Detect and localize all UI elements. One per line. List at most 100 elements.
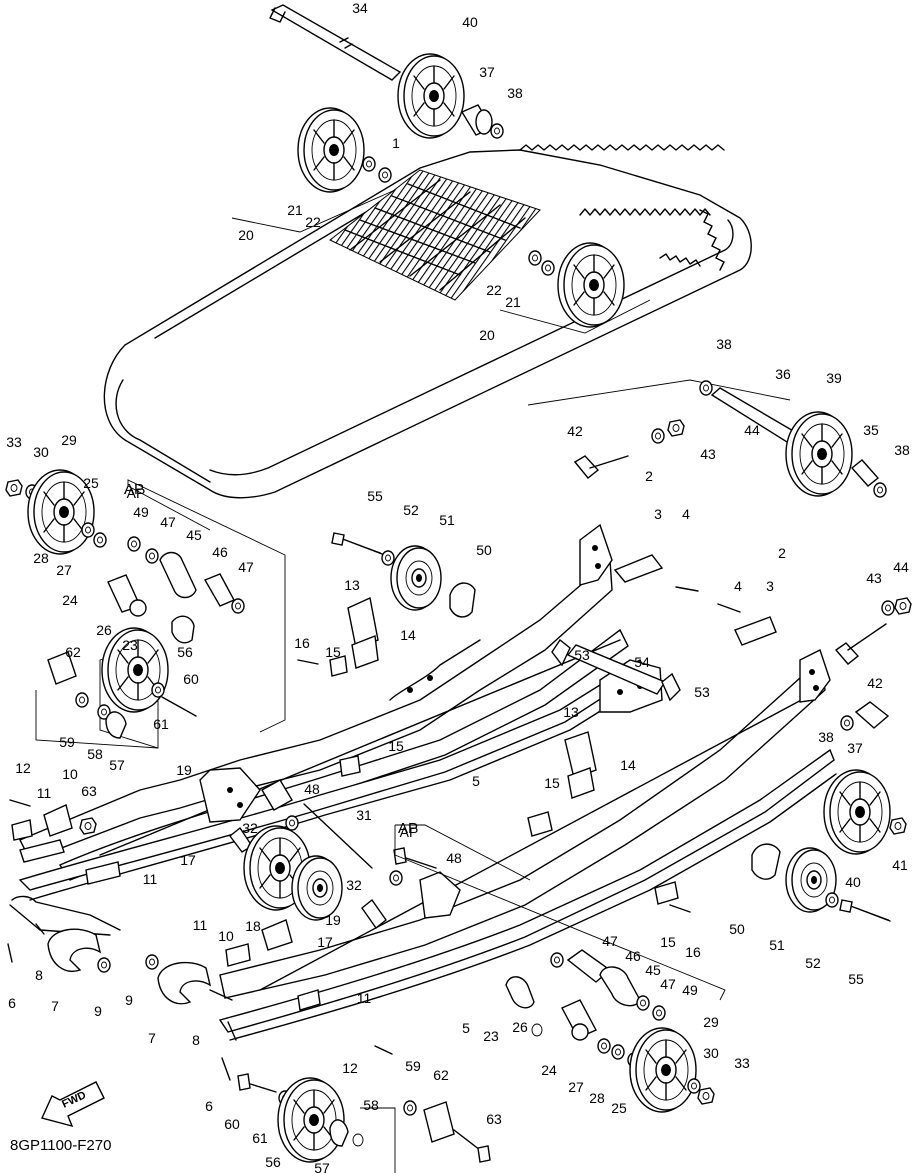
part-callout-24: 24 <box>62 592 78 608</box>
part-callout-61: 61 <box>252 1130 268 1146</box>
part-callout-18: 18 <box>245 918 261 934</box>
part-callout-55: 55 <box>848 971 864 987</box>
part-callout-15: 15 <box>325 644 341 660</box>
part-callout-40: 40 <box>462 14 478 30</box>
part-callout-5: 5 <box>462 1020 470 1036</box>
part-callout-21: 21 <box>505 294 521 310</box>
part-callout-46: 46 <box>212 544 228 560</box>
part-callout-56: 56 <box>177 644 193 660</box>
part-callout-33: 33 <box>6 434 22 450</box>
part-callout-30: 30 <box>703 1045 719 1061</box>
part-callout-2: 2 <box>645 468 653 484</box>
part-callout-50: 50 <box>729 921 745 937</box>
part-callout-51: 51 <box>769 937 785 953</box>
part-callout-44: 44 <box>744 422 760 438</box>
forward-direction-arrow: FWD <box>41 1081 105 1128</box>
part-callout-6: 6 <box>8 995 16 1011</box>
part-callout-19: 19 <box>325 912 341 928</box>
ap-label-upper: AP <box>124 481 144 498</box>
part-callout-42: 42 <box>867 675 883 691</box>
part-callout-38: 38 <box>894 442 910 458</box>
part-callout-53: 53 <box>574 647 590 663</box>
right-slide-rail <box>218 649 837 1041</box>
part-callout-63: 63 <box>486 1111 502 1127</box>
part-callout-58: 58 <box>363 1097 379 1113</box>
part-callout-4: 4 <box>734 578 742 594</box>
part-callout-57: 57 <box>109 757 125 773</box>
part-callout-54: 54 <box>634 654 650 670</box>
part-callout-1: 1 <box>392 135 400 151</box>
part-callout-39: 39 <box>826 370 842 386</box>
part-callout-9: 9 <box>125 992 133 1008</box>
part-callout-13: 13 <box>563 704 579 720</box>
part-callout-59: 59 <box>59 734 75 750</box>
part-callout-45: 45 <box>645 962 661 978</box>
part-callout-47: 47 <box>160 514 176 530</box>
part-callout-33: 33 <box>734 1055 750 1071</box>
part-callout-37: 37 <box>479 64 495 80</box>
part-callout-9: 9 <box>94 1003 102 1019</box>
part-callout-31: 31 <box>356 807 372 823</box>
part-callout-13: 13 <box>344 577 360 593</box>
suspension-parts <box>7 532 912 1055</box>
part-callout-36: 36 <box>775 366 791 382</box>
part-callout-43: 43 <box>700 446 716 462</box>
part-callout-11: 11 <box>357 990 372 1006</box>
part-callout-11: 11 <box>193 917 208 933</box>
part-callout-30: 30 <box>33 444 49 460</box>
part-callout-60: 60 <box>183 671 199 687</box>
part-callout-32: 32 <box>346 877 362 893</box>
part-callout-59: 59 <box>405 1058 421 1074</box>
part-callout-35: 35 <box>863 422 879 438</box>
part-callout-38: 38 <box>818 729 834 745</box>
part-callout-25: 25 <box>611 1100 627 1116</box>
part-callout-52: 52 <box>805 955 821 971</box>
part-callout-17: 17 <box>180 852 196 868</box>
part-callout-7: 7 <box>51 998 59 1014</box>
part-callout-47: 47 <box>238 559 254 575</box>
left-slide-rail <box>9 523 651 936</box>
part-callout-19: 19 <box>176 762 192 778</box>
part-callout-20: 20 <box>238 227 254 243</box>
upper-drive-assembly <box>269 4 625 328</box>
part-callout-53: 53 <box>694 684 710 700</box>
part-callout-23: 23 <box>483 1028 499 1044</box>
part-callout-32: 32 <box>242 820 258 836</box>
part-callout-34: 34 <box>352 0 368 16</box>
part-callout-20: 20 <box>479 327 495 343</box>
part-callout-8: 8 <box>192 1032 200 1048</box>
part-callout-12: 12 <box>342 1060 358 1076</box>
part-callout-55: 55 <box>367 488 383 504</box>
part-callout-47: 47 <box>602 933 618 949</box>
part-callout-AP: AP <box>127 485 146 501</box>
part-callout-2: 2 <box>778 545 786 561</box>
part-callout-27: 27 <box>568 1079 584 1095</box>
part-callout-15: 15 <box>544 775 560 791</box>
part-callout-58: 58 <box>87 746 103 762</box>
part-callout-10: 10 <box>218 928 234 944</box>
cross-shaft <box>551 638 681 702</box>
drawing-code: 8GP1100-F270 <box>10 1137 111 1154</box>
part-callout-26: 26 <box>512 1019 528 1035</box>
part-callout-38: 38 <box>507 85 523 101</box>
part-callout-61: 61 <box>153 716 169 732</box>
part-callout-62: 62 <box>433 1067 449 1083</box>
part-callout-8: 8 <box>35 967 43 983</box>
part-callout-60: 60 <box>224 1116 240 1132</box>
part-callout-62: 62 <box>65 644 81 660</box>
part-callout-37: 37 <box>847 740 863 756</box>
part-callout-12: 12 <box>15 760 31 776</box>
part-callout-56: 56 <box>265 1154 281 1170</box>
part-callout-41: 41 <box>892 857 908 873</box>
right-pivot-cluster <box>221 824 726 1173</box>
part-callout-3: 3 <box>766 578 774 594</box>
part-callout-AP: AP <box>400 824 419 840</box>
part-callout-51: 51 <box>439 512 455 528</box>
part-callout-4: 4 <box>682 506 690 522</box>
part-callout-23: 23 <box>122 637 138 653</box>
part-callout-38: 38 <box>716 336 732 352</box>
part-callout-14: 14 <box>400 627 416 643</box>
part-callout-5: 5 <box>472 773 480 789</box>
part-callout-11: 11 <box>37 785 52 801</box>
